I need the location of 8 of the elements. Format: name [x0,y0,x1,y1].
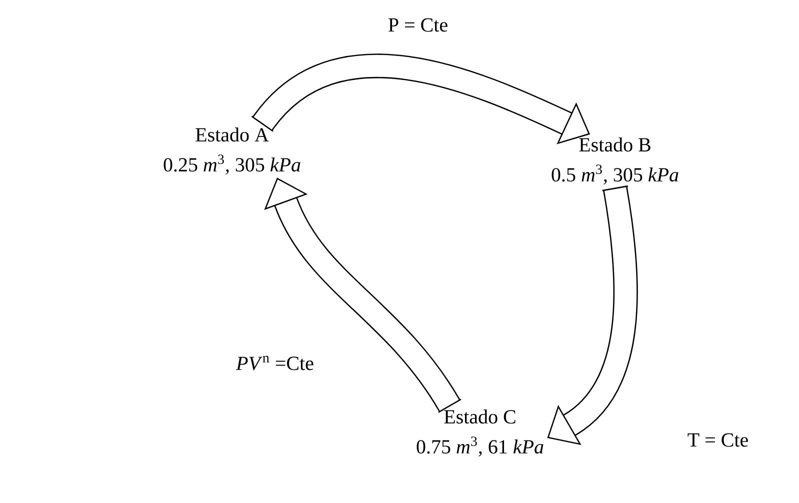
block-arrow [547,185,638,446]
state-label: Estado A 0.25 m$^{3}$, 305 kPa [164,128,300,174]
edge-label: T = Cte [685,431,751,449]
state-label: Estado B 0.5 m$^{3}$, 305 kPa [552,138,678,184]
state-label: Estado C 0.75 m$^{3}$, 61 kPa [416,410,544,456]
block-arrow [264,178,462,413]
edge-label: P = Cte [386,16,450,34]
edge-label: PV$^{n}$ =Cte [234,354,316,372]
